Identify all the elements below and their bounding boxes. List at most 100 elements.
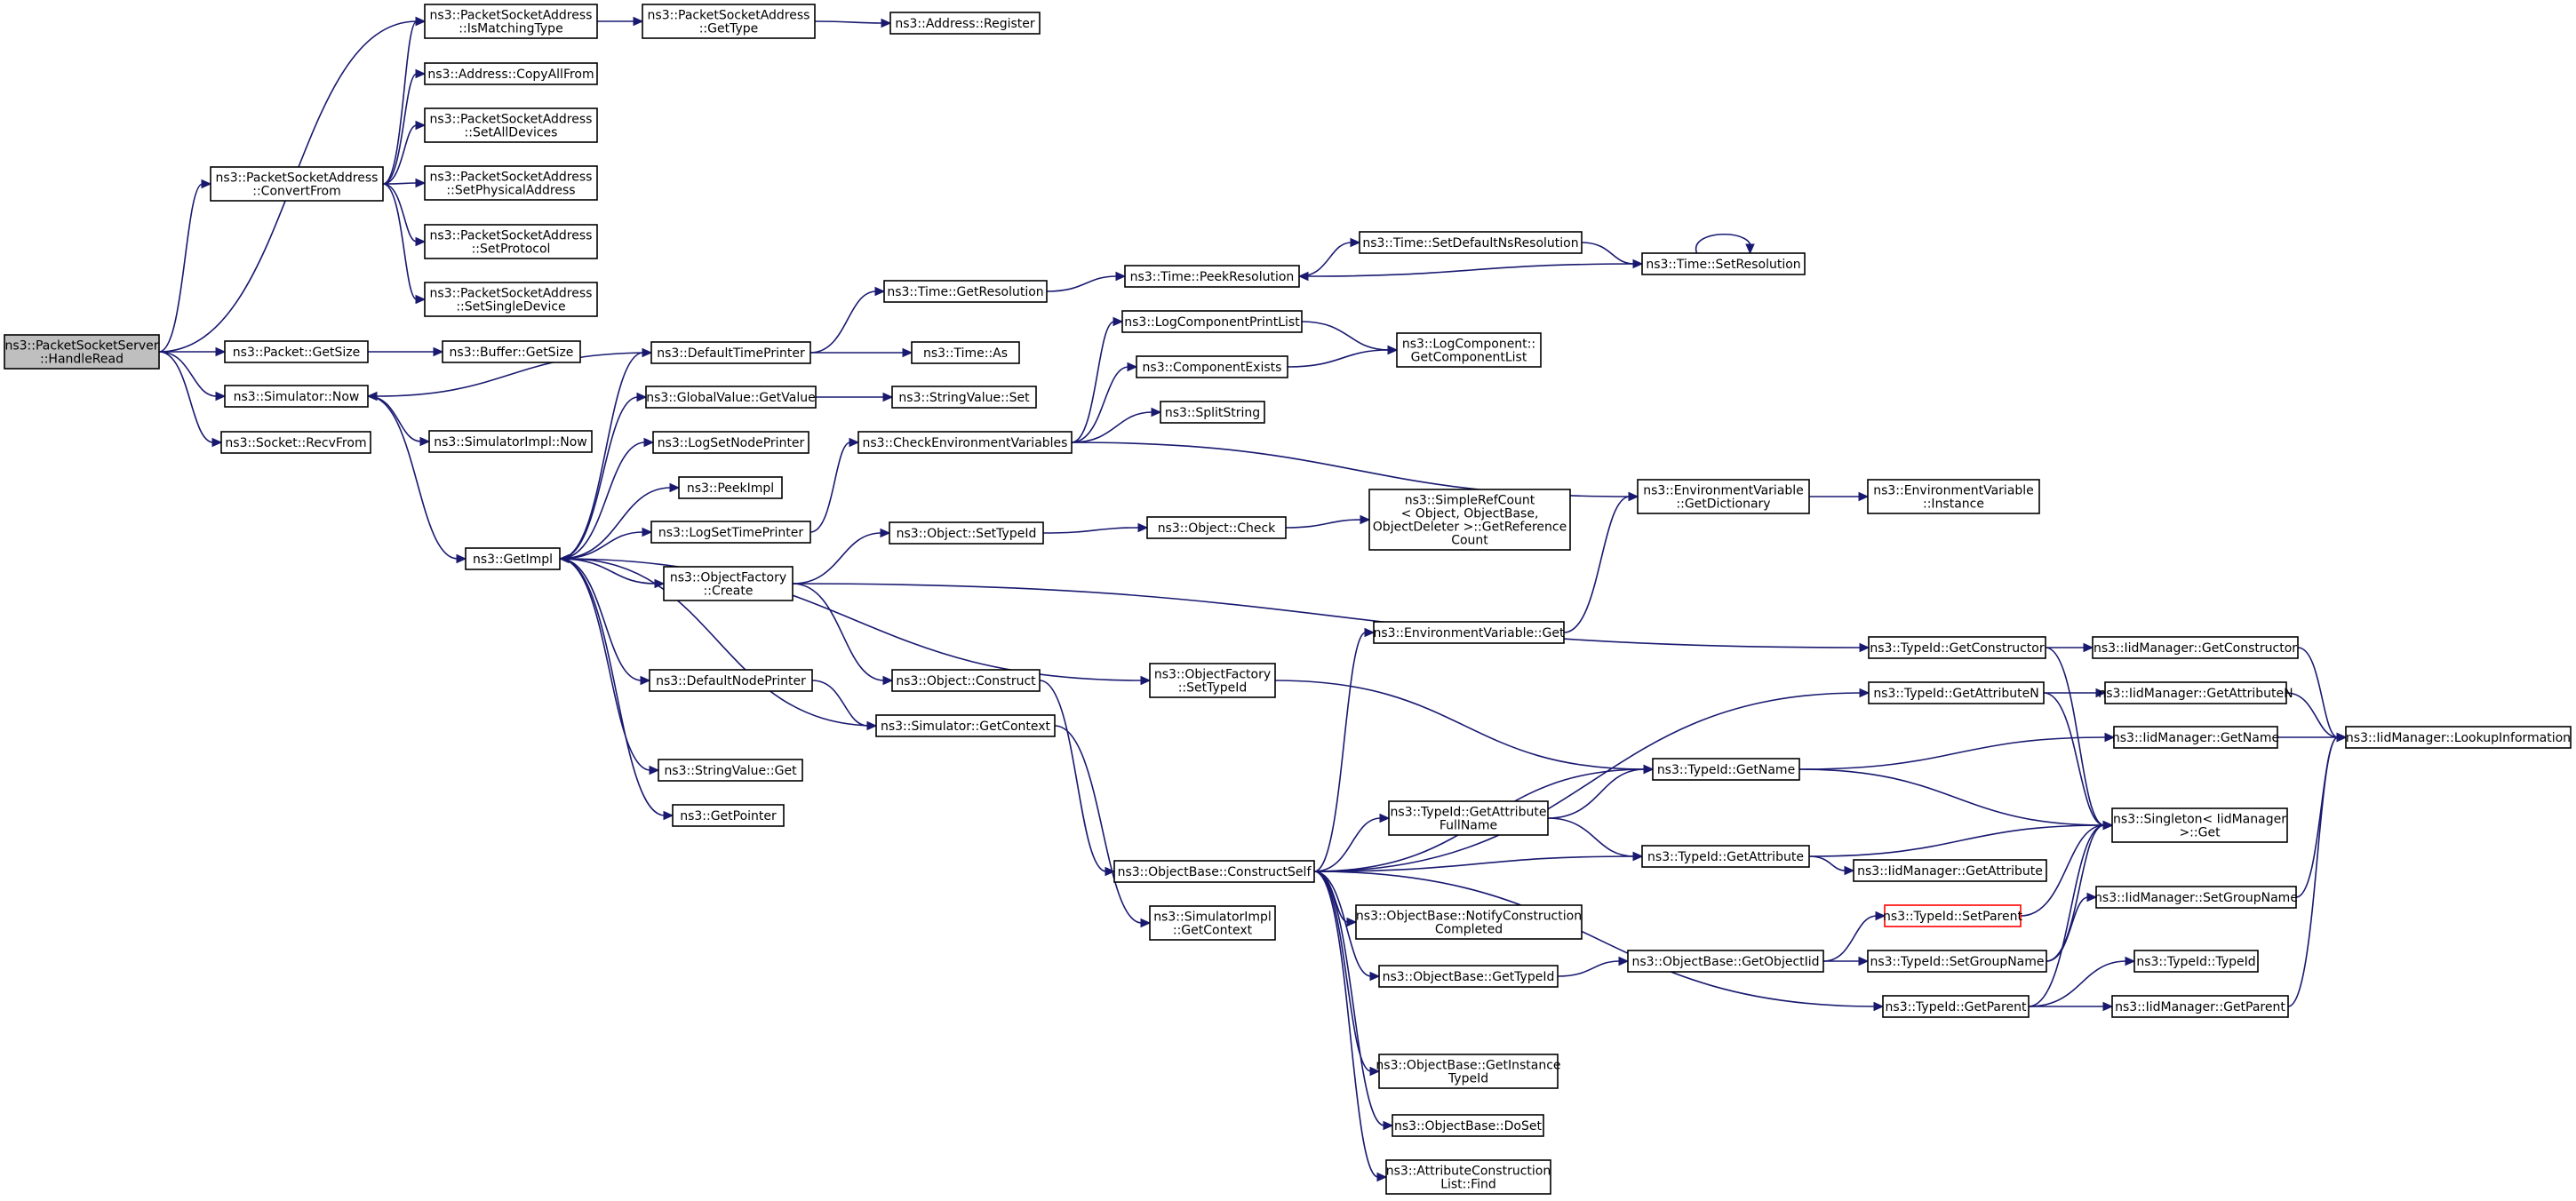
node-label: ObjectDeleter >::GetReference: [1373, 521, 1567, 535]
node-label: ns3::Time::GetResolution: [887, 285, 1043, 299]
node-do-set[interactable]: ns3::ObjectBase::DoSet: [1392, 1114, 1544, 1137]
node-get-component-list[interactable]: ns3::LogComponent::GetComponentList: [1396, 332, 1542, 368]
call-edge-get-attribute-full-name-to-type-id-get-name: [1547, 764, 1655, 819]
node-get-object-iid[interactable]: ns3::ObjectBase::GetObjectIid: [1627, 950, 1824, 973]
node-sim-now[interactable]: ns3::Simulator::Now: [224, 385, 369, 408]
node-global-value-get-value[interactable]: ns3::GlobalValue::GetValue: [645, 386, 817, 409]
node-check-env[interactable]: ns3::CheckEnvironmentVariables: [857, 431, 1073, 454]
node-env-get-dictionary[interactable]: ns3::EnvironmentVariable::GetDictionary: [1637, 479, 1810, 514]
call-edge-object-set-type-id-to-object-check: [1042, 522, 1149, 534]
node-set-protocol[interactable]: ns3::PacketSocketAddress::SetProtocol: [424, 224, 598, 259]
node-object-construct[interactable]: ns3::Object::Construct: [891, 669, 1041, 692]
node-time-set-resolution[interactable]: ns3::Time::SetResolution: [1641, 252, 1806, 275]
node-label: ns3::GlobalValue::GetValue: [646, 391, 815, 405]
node-label: ns3::Time::PeekResolution: [1130, 270, 1295, 284]
node-label: ns3::ComponentExists: [1143, 361, 1282, 375]
node-log-set-time-printer[interactable]: ns3::LogSetTimePrinter: [650, 521, 811, 544]
node-time-get-resolution[interactable]: ns3::Time::GetResolution: [883, 280, 1048, 303]
node-iid-get-name[interactable]: ns3::IidManager::GetName: [2112, 726, 2279, 749]
node-object-factory-set-type-id[interactable]: ns3::ObjectFactory::SetTypeId: [1149, 663, 1276, 698]
node-log-set-node-printer[interactable]: ns3::LogSetNodePrinter: [652, 431, 809, 454]
call-edge-object-factory-create-to-type-id-get-constructor: [792, 583, 1870, 653]
node-iid-get-attribute-n[interactable]: ns3::IidManager::GetAttributeN: [2098, 681, 2293, 704]
node-lookup-information[interactable]: ns3::IidManager::LookupInformation: [2345, 726, 2572, 749]
node-label: ns3::PacketSocketAddress: [430, 287, 593, 301]
node-default-node-printer[interactable]: ns3::DefaultNodePrinter: [649, 669, 813, 692]
node-label: ::GetContext: [1173, 924, 1253, 938]
node-time-peek-resolution[interactable]: ns3::Time::PeekResolution: [1124, 265, 1300, 288]
node-object-check[interactable]: ns3::Object::Check: [1146, 516, 1287, 539]
node-addr-register[interactable]: ns3::Address::Register: [889, 12, 1041, 35]
node-type-id-get-name[interactable]: ns3::TypeId::GetName: [1652, 758, 1800, 781]
node-label: ns3::PacketSocketAddress: [216, 171, 379, 186]
node-type-id-get-attribute[interactable]: ns3::TypeId::GetAttribute: [1641, 845, 1810, 868]
node-type-id-get-constructor[interactable]: ns3::TypeId::GetConstructor: [1868, 636, 2046, 659]
node-label: ::ConvertFrom: [252, 185, 340, 199]
call-edge-env-get-dictionary-to-env-instance: [1808, 491, 1870, 502]
node-sim-get-context[interactable]: ns3::Simulator::GetContext: [875, 714, 1056, 737]
call-edge-get-impl-to-default-node-printer: [559, 558, 651, 686]
node-type-id-set-group-name[interactable]: ns3::TypeId::SetGroupName: [1867, 950, 2047, 973]
node-set-default-ns-resolution[interactable]: ns3::Time::SetDefaultNsResolution: [1359, 231, 1583, 254]
node-notify-construction-completed[interactable]: ns3::ObjectBase::NotifyConstructionCompl…: [1355, 904, 1583, 940]
node-sim-impl-now[interactable]: ns3::SimulatorImpl::Now: [428, 430, 593, 453]
node-simple-ref-count[interactable]: ns3::SimpleRefCount< Object, ObjectBase,…: [1368, 489, 1571, 551]
node-label: ns3::ObjectBase::NotifyConstruction: [1356, 910, 1582, 924]
node-peek-impl[interactable]: ns3::PeekImpl: [678, 476, 783, 499]
node-iid-set-group-name[interactable]: ns3::IidManager::SetGroupName: [2094, 886, 2298, 909]
node-handle-read[interactable]: ns3::PacketSocketServer::HandleRead: [4, 334, 160, 370]
node-env-get[interactable]: ns3::EnvironmentVariable::Get: [1373, 621, 1565, 644]
node-recv-from[interactable]: ns3::Socket::RecvFrom: [220, 431, 371, 454]
node-log-component-print-list[interactable]: ns3::LogComponentPrintList: [1121, 310, 1303, 333]
call-edge-iid-get-name-to-lookup-information: [2277, 732, 2348, 743]
node-object-set-type-id[interactable]: ns3::Object::SetTypeId: [889, 521, 1044, 545]
node-default-time-printer[interactable]: ns3::DefaultTimePrinter: [650, 341, 811, 364]
node-component-exists[interactable]: ns3::ComponentExists: [1136, 355, 1288, 378]
node-set-physical-address[interactable]: ns3::PacketSocketAddress::SetPhysicalAdd…: [424, 165, 598, 201]
node-set-single-device[interactable]: ns3::PacketSocketAddress::SetSingleDevic…: [424, 282, 598, 317]
node-get-pointer[interactable]: ns3::GetPointer: [672, 804, 785, 827]
node-set-all-devices[interactable]: ns3::PacketSocketAddress::SetAllDevices: [424, 107, 598, 143]
node-label: ns3::SplitString: [1165, 406, 1260, 420]
node-time-as[interactable]: ns3::Time::As: [911, 341, 1020, 364]
node-iid-get-constructor[interactable]: ns3::IidManager::GetConstructor: [2092, 636, 2299, 659]
node-sim-impl-get-context[interactable]: ns3::SimulatorImpl::GetContext: [1149, 905, 1276, 941]
node-construct-self[interactable]: ns3::ObjectBase::ConstructSelf: [1113, 860, 1315, 883]
node-label: ns3::IidManager::GetConstructor: [2093, 641, 2297, 656]
node-type-id-type-id[interactable]: ns3::TypeId::TypeId: [2133, 950, 2259, 973]
call-edge-type-id-get-parent-to-singleton-get: [2028, 820, 2114, 1007]
call-edge-default-time-printer-to-sim-now: [366, 352, 652, 402]
node-copy-all-from[interactable]: ns3::Address::CopyAllFrom: [424, 62, 598, 85]
call-edge-global-value-get-value-to-string-value-set: [816, 392, 894, 402]
node-label: ::SetPhysicalAddress: [446, 184, 575, 198]
node-string-value-get[interactable]: ns3::StringValue::Get: [658, 759, 803, 782]
call-edge-convert-from-to-set-all-devices: [382, 120, 427, 185]
node-label: ns3::Socket::RecvFrom: [225, 436, 366, 450]
call-edge-construct-self-to-object-base-get-type-id: [1313, 871, 1381, 982]
node-packet-get-size[interactable]: ns3::Packet::GetSize: [224, 340, 369, 363]
node-iid-get-parent[interactable]: ns3::IidManager::GetParent: [2111, 995, 2289, 1018]
node-convert-from[interactable]: ns3::PacketSocketAddress::ConvertFrom: [210, 166, 384, 202]
call-edge-default-time-printer-to-time-as: [810, 347, 913, 358]
node-type-id-get-parent[interactable]: ns3::TypeId::GetParent: [1882, 995, 2030, 1018]
node-singleton-get[interactable]: ns3::Singleton< IidManager>::Get: [2111, 807, 2288, 843]
node-type-id-get-attribute-n[interactable]: ns3::TypeId::GetAttributeN: [1868, 681, 2045, 704]
node-split-string[interactable]: ns3::SplitString: [1160, 401, 1265, 424]
node-string-value-set[interactable]: ns3::StringValue::Set: [891, 386, 1037, 409]
node-iid-get-attribute[interactable]: ns3::IidManager::GetAttribute: [1853, 859, 2047, 882]
node-env-instance[interactable]: ns3::EnvironmentVariable::Instance: [1867, 479, 2040, 514]
node-object-factory-create[interactable]: ns3::ObjectFactory::Create: [663, 566, 794, 601]
node-get-type[interactable]: ns3::PacketSocketAddress::GetType: [642, 4, 816, 39]
node-get-impl[interactable]: ns3::GetImpl: [465, 547, 561, 570]
node-label: ns3::StringValue::Get: [664, 764, 797, 778]
node-object-base-get-type-id[interactable]: ns3::ObjectBase::GetTypeId: [1378, 965, 1559, 988]
node-label: ns3::ObjectBase::GetObjectIid: [1631, 955, 1819, 969]
call-edge-time-set-resolution-to-time-set-resolution: [1695, 233, 1755, 255]
node-is-matching-type[interactable]: ns3::PacketSocketAddress::IsMatchingType: [424, 4, 598, 39]
node-type-id-set-parent[interactable]: ns3::TypeId::SetParent: [1883, 904, 2022, 927]
node-buffer-get-size[interactable]: ns3::Buffer::GetSize: [442, 340, 581, 363]
node-label: ns3::TypeId::SetGroupName: [1870, 955, 2044, 969]
